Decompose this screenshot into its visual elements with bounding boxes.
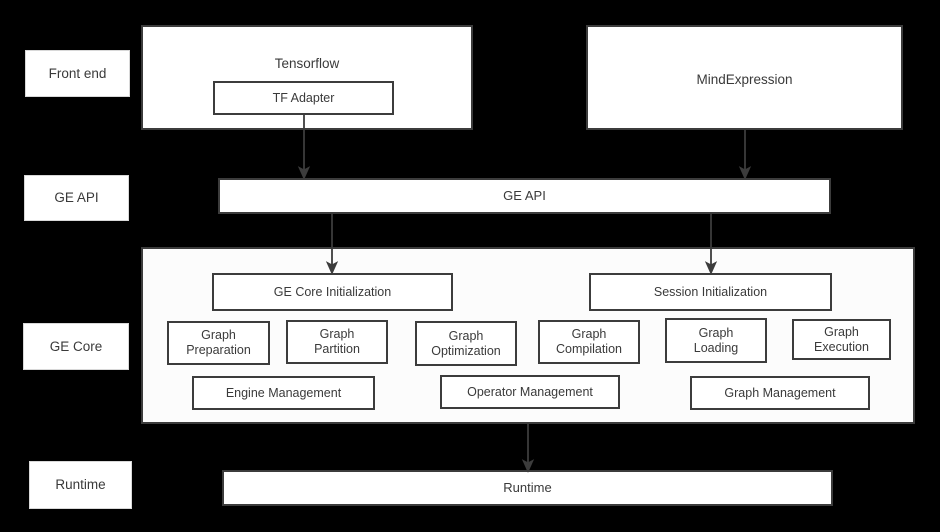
graph-management-box[interactable]: Graph Management xyxy=(690,376,870,410)
frontend-tf-adapter-box[interactable]: TF Adapter xyxy=(213,81,394,115)
operator-management-box[interactable]: Operator Management xyxy=(440,375,620,409)
graph-execution-box[interactable]: Graph Execution xyxy=(792,319,891,360)
frontend-mindexpression-box[interactable]: MindExpression xyxy=(586,25,903,130)
graph-partition-box[interactable]: Graph Partition xyxy=(286,320,388,364)
graph-preparation-box[interactable]: Graph Preparation xyxy=(167,321,270,365)
layer-label-ge-api: GE API xyxy=(24,175,129,221)
mindexpression-label: MindExpression xyxy=(696,72,793,87)
session-initialization-box[interactable]: Session Initialization xyxy=(589,273,832,311)
ge-api-bar[interactable]: GE API xyxy=(218,178,831,214)
graph-compilation-box[interactable]: Graph Compilation xyxy=(538,320,640,364)
layer-label-runtime: Runtime xyxy=(29,461,132,509)
layer-label-ge-core: GE Core xyxy=(23,323,129,370)
runtime-bar[interactable]: Runtime xyxy=(222,470,833,506)
graph-loading-box[interactable]: Graph Loading xyxy=(665,318,767,363)
graph-optimization-box[interactable]: Graph Optimization xyxy=(415,321,517,366)
layer-label-front-end: Front end xyxy=(25,50,130,97)
ge-core-initialization-box[interactable]: GE Core Initialization xyxy=(212,273,453,311)
engine-management-box[interactable]: Engine Management xyxy=(192,376,375,410)
tensorflow-label: Tensorflow xyxy=(274,56,340,71)
